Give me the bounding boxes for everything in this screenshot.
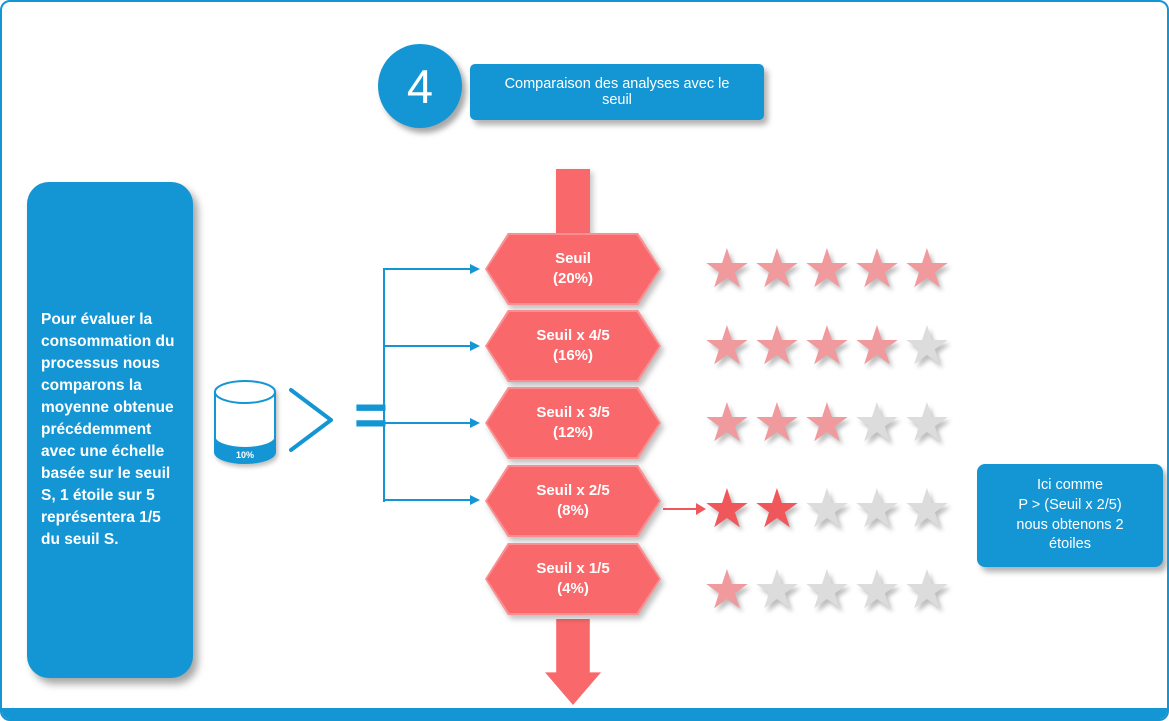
star-rating-row: ★★★★★ bbox=[702, 396, 952, 450]
database-cylinder-icon: 10% bbox=[212, 379, 278, 472]
threshold-name: Seuil x 3/5 bbox=[536, 403, 610, 421]
star-filled-icon: ★ bbox=[702, 560, 752, 620]
star-filled-icon: ★ bbox=[902, 239, 952, 299]
connector-arrowhead-icon bbox=[470, 495, 480, 505]
star-empty-icon: ★ bbox=[852, 479, 902, 539]
star-empty-icon: ★ bbox=[902, 316, 952, 376]
star-rating-row: ★★★★★ bbox=[702, 563, 952, 617]
connector-line-level-4 bbox=[383, 499, 470, 501]
hexagon-shape: Seuil (20%) bbox=[485, 233, 661, 305]
title-box: Comparaison des analyses avec le seuil bbox=[470, 64, 764, 120]
star-filled-icon: ★ bbox=[702, 479, 752, 539]
threshold-percent: (8%) bbox=[557, 502, 589, 519]
match-pointer-line bbox=[663, 508, 696, 510]
threshold-hexagon-4: Seuil x 1/5 (4%) bbox=[485, 543, 661, 615]
threshold-percent: (4%) bbox=[557, 580, 589, 597]
result-annotation-box: Ici comme P > (Seuil x 2/5) nous obtenon… bbox=[977, 464, 1163, 567]
star-filled-icon: ★ bbox=[802, 316, 852, 376]
bottom-accent-strip bbox=[2, 708, 1167, 719]
threshold-percent: (12%) bbox=[552, 424, 593, 441]
star-filled-icon: ★ bbox=[752, 393, 802, 453]
star-empty-icon: ★ bbox=[852, 560, 902, 620]
threshold-hexagon-20: Seuil (20%) bbox=[485, 233, 661, 305]
star-filled-icon: ★ bbox=[752, 479, 802, 539]
star-filled-icon: ★ bbox=[702, 393, 752, 453]
threshold-name: Seuil x 2/5 bbox=[536, 481, 610, 499]
hexagon-shape: Seuil x 4/5 (16%) bbox=[485, 310, 661, 382]
star-filled-icon: ★ bbox=[752, 239, 802, 299]
connector-line-level-1 bbox=[383, 268, 470, 270]
star-rating-row: ★★★★★ bbox=[702, 319, 952, 373]
greater-than-icon bbox=[286, 385, 338, 460]
database-fill-label: 10% bbox=[236, 450, 254, 460]
hexagon-shape: Seuil x 3/5 (12%) bbox=[485, 387, 661, 459]
star-empty-icon: ★ bbox=[752, 560, 802, 620]
step-number: 4 bbox=[406, 59, 434, 113]
connector-line-level-3 bbox=[383, 422, 470, 424]
star-empty-icon: ★ bbox=[802, 560, 852, 620]
star-empty-icon: ★ bbox=[802, 479, 852, 539]
threshold-percent: (16%) bbox=[552, 347, 593, 364]
star-filled-icon: ★ bbox=[702, 239, 752, 299]
connector-arrowhead-icon bbox=[470, 418, 480, 428]
star-empty-icon: ★ bbox=[902, 479, 952, 539]
connector-line-level-2 bbox=[383, 345, 470, 347]
annotation-line: P > (Seuil x 2/5) bbox=[1018, 496, 1122, 513]
threshold-name: Seuil x 4/5 bbox=[536, 326, 610, 344]
page-title: Comparaison des analyses avec le seuil bbox=[504, 76, 730, 108]
step-number-badge: 4 bbox=[378, 44, 462, 128]
star-filled-icon: ★ bbox=[702, 316, 752, 376]
threshold-hexagon-16: Seuil x 4/5 (16%) bbox=[485, 310, 661, 382]
star-filled-icon: ★ bbox=[852, 316, 902, 376]
threshold-hexagon-8: Seuil x 2/5 (8%) bbox=[485, 465, 661, 537]
threshold-hexagon-12: Seuil x 3/5 (12%) bbox=[485, 387, 661, 459]
annotation-line: étoiles bbox=[1049, 536, 1091, 553]
hexagon-shape: Seuil x 1/5 (4%) bbox=[485, 543, 661, 615]
scale-bottom-arrow-icon bbox=[545, 619, 601, 705]
description-panel: Pour évaluer la consommation du processu… bbox=[27, 182, 193, 678]
connector-arrowhead-icon bbox=[470, 264, 480, 274]
annotation-line: nous obtenons 2 bbox=[1016, 516, 1124, 533]
star-filled-icon: ★ bbox=[752, 316, 802, 376]
star-rating-row: ★★★★★ bbox=[702, 482, 952, 536]
star-filled-icon: ★ bbox=[852, 239, 902, 299]
connector-vertical-line bbox=[383, 268, 385, 502]
scale-top-arrow bbox=[556, 169, 590, 234]
star-empty-icon: ★ bbox=[902, 560, 952, 620]
star-filled-icon: ★ bbox=[802, 393, 852, 453]
star-rating-row: ★★★★★ bbox=[702, 242, 952, 296]
threshold-percent: (20%) bbox=[552, 270, 593, 287]
description-text: Pour évaluer la consommation du processu… bbox=[41, 311, 175, 548]
match-pointer-arrowhead-icon bbox=[696, 503, 706, 515]
hexagon-shape: Seuil x 2/5 (8%) bbox=[485, 465, 661, 537]
equals-sign: = bbox=[354, 383, 388, 448]
star-empty-icon: ★ bbox=[902, 393, 952, 453]
annotation-line: Ici comme bbox=[1036, 477, 1104, 494]
threshold-name: Seuil x 1/5 bbox=[536, 559, 610, 577]
connector-arrowhead-icon bbox=[470, 341, 480, 351]
star-empty-icon: ★ bbox=[852, 393, 902, 453]
threshold-name: Seuil bbox=[555, 249, 591, 267]
star-filled-icon: ★ bbox=[802, 239, 852, 299]
